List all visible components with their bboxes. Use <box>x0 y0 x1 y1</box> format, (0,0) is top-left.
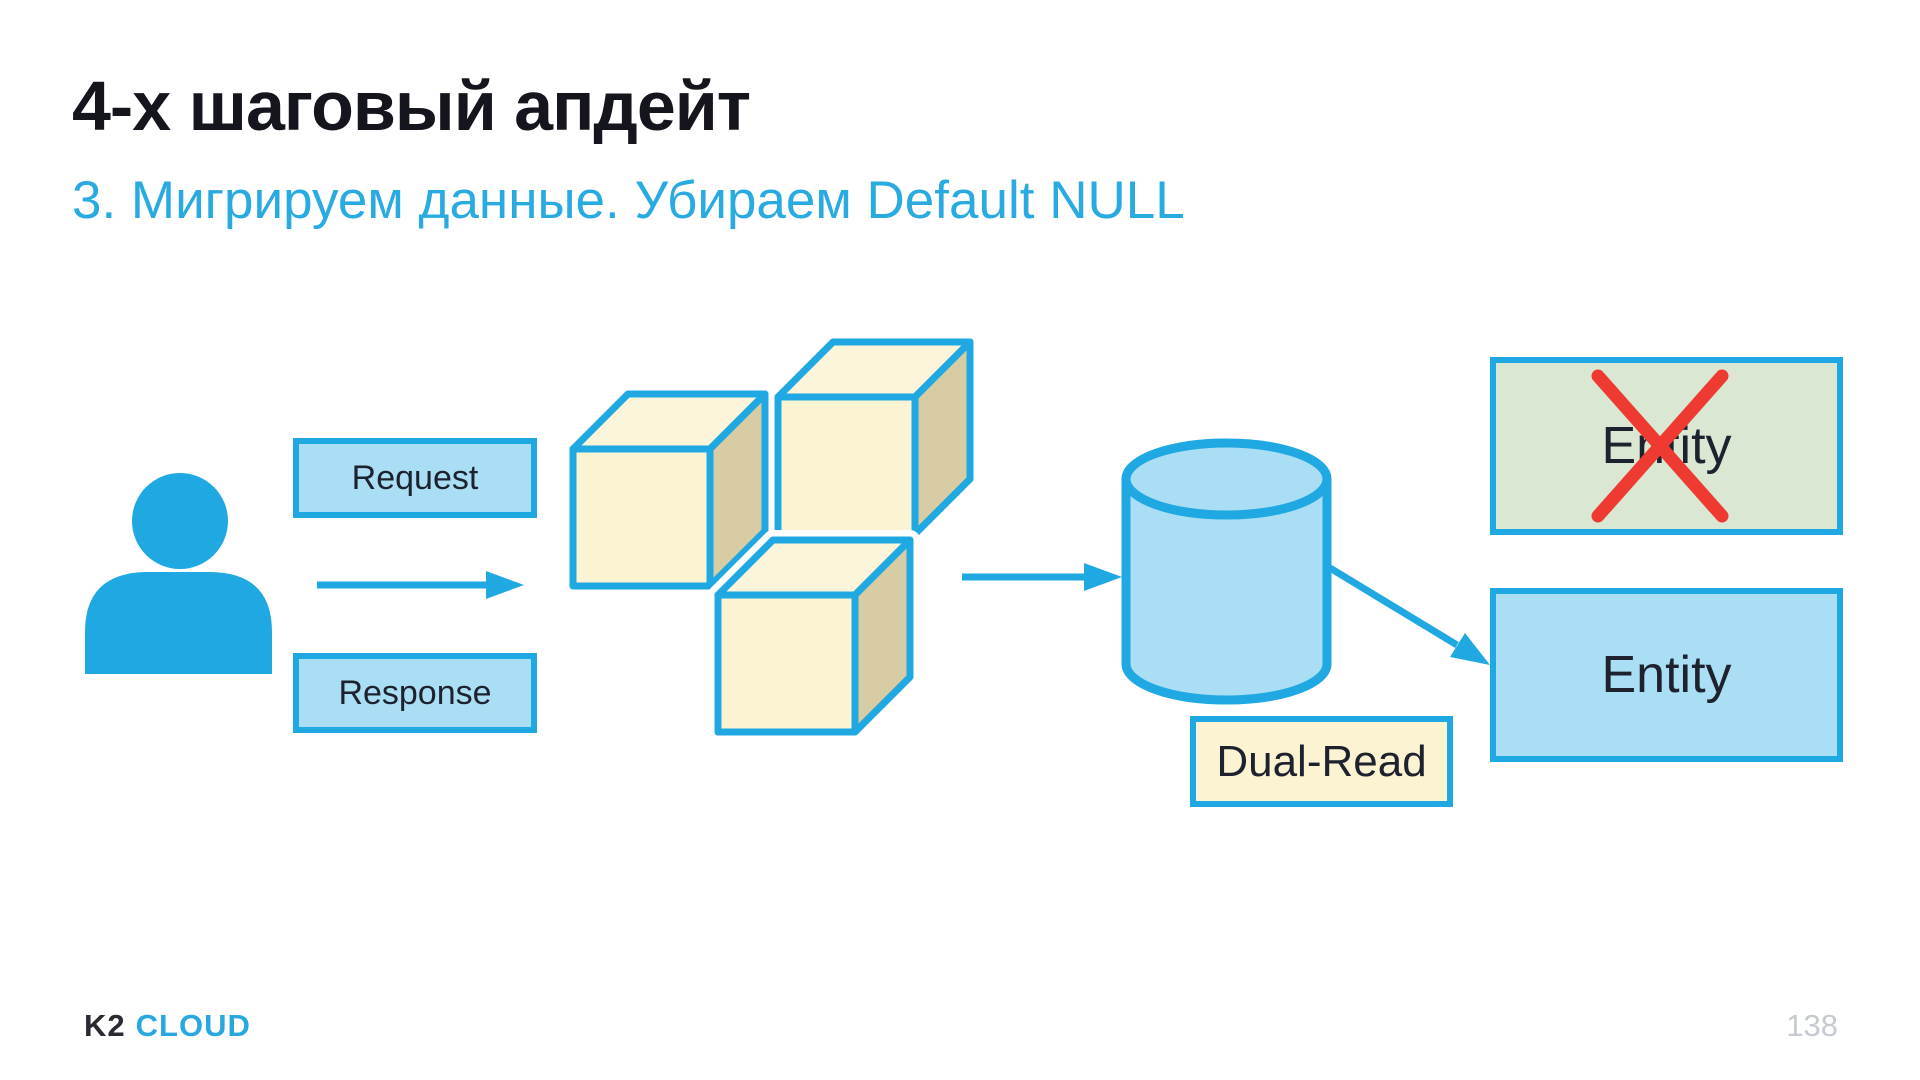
dual-read-label: Dual-Read <box>1216 736 1427 786</box>
entity-new-box: Entity <box>1490 588 1843 762</box>
entity-old-box: Entity <box>1490 357 1843 535</box>
db-to-entity-arrow-icon <box>1328 565 1490 665</box>
entity-old-label: Entity <box>1601 417 1732 475</box>
cube-1 <box>569 390 769 590</box>
request-box: Request <box>293 438 537 518</box>
arrow-right-icon <box>962 563 1122 591</box>
service-cubes-icon <box>569 338 974 742</box>
response-box: Response <box>293 653 537 733</box>
arrow-right-icon <box>317 571 524 599</box>
page-number: 138 <box>1786 1008 1838 1043</box>
page-title: 4-х шаговый апдейт <box>72 67 751 145</box>
cube-2 <box>774 338 974 538</box>
database-cylinder-icon <box>1121 438 1332 705</box>
k2-cloud-logo: K2 CLOUD <box>84 1008 251 1044</box>
dual-read-box: Dual-Read <box>1190 716 1453 807</box>
logo-cloud-text: CLOUD <box>135 1008 251 1043</box>
cube-3 <box>708 530 920 742</box>
request-label: Request <box>351 458 479 497</box>
response-label: Response <box>338 673 492 712</box>
entity-new-label: Entity <box>1601 646 1732 704</box>
logo-k2-text: K2 <box>84 1008 126 1043</box>
user-icon <box>85 473 272 674</box>
page-subtitle: 3. Мигрируем данные. Убираем Default NUL… <box>72 171 1185 230</box>
